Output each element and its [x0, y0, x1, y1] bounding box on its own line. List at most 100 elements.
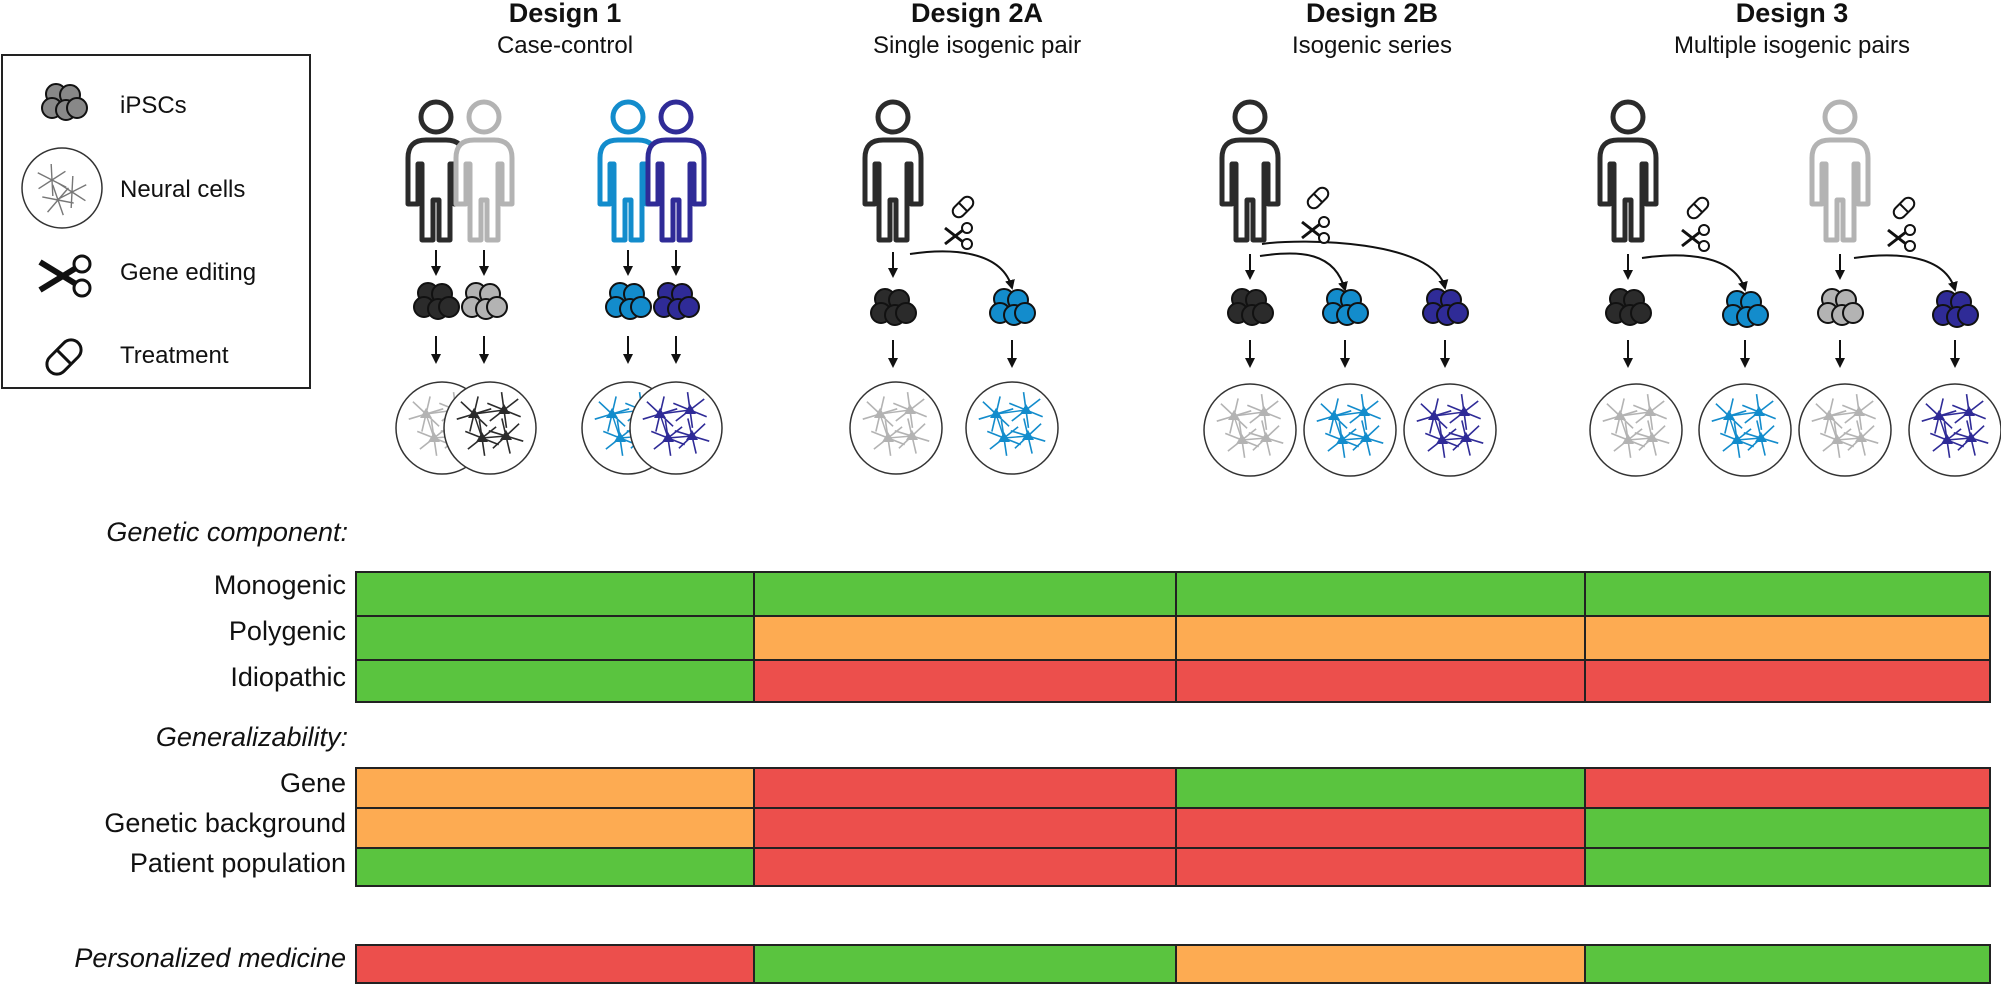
pill-icon: [1306, 186, 1330, 210]
design-1-subtitle: Case-control: [496, 32, 634, 59]
edit-arrow: [1853, 254, 1958, 292]
person-icon: [1597, 99, 1659, 243]
pill-icon: [951, 195, 975, 219]
ipsc-cluster-icon: [1932, 290, 1979, 328]
ipsc-cluster-icon: [653, 282, 700, 320]
design-3-subtitle: Multiple isogenic pairs: [1673, 32, 1911, 59]
person-icon: [453, 99, 515, 243]
rating-cell: [1177, 946, 1586, 982]
section-genetic-component: Genetic component:: [106, 517, 348, 547]
rating-cell: [357, 946, 755, 982]
row-label-monogenic: Monogenic: [213, 570, 346, 600]
design-2b-subtitle: Isogenic series: [1291, 32, 1453, 59]
rating-cell: [1177, 809, 1586, 849]
rating-row-idiopathic: [355, 659, 1991, 703]
neural-cells-icon: [443, 381, 537, 475]
design-3-title: Design 3: [1735, 0, 1849, 28]
rating-cell: [1177, 661, 1586, 701]
edit-arrow: [1641, 254, 1748, 292]
rating-cell: [1177, 573, 1586, 617]
rating-cell: [1177, 849, 1586, 885]
row-label-patient-population: Patient population: [129, 848, 346, 878]
rating-cell: [1586, 573, 1989, 617]
row-label-idiopathic: Idiopathic: [230, 662, 346, 692]
legend-label-gene-editing: Gene editing: [120, 259, 257, 286]
edit-arrow: [1259, 252, 1348, 292]
rating-cell: [1586, 946, 1989, 982]
ipsc-cluster-icon: [1227, 288, 1274, 326]
rating-cell: [357, 849, 755, 885]
neural-cells-icon: [1798, 383, 1892, 477]
ipsc-cluster-icon: [1322, 288, 1369, 326]
ipsc-cluster-icon: [989, 288, 1036, 326]
rating-row-personalized-medicine: [355, 944, 1991, 984]
scissors-icon: [1301, 216, 1330, 244]
person-icon: [1809, 99, 1871, 243]
legend-label-ipscs: iPSCs: [120, 92, 187, 119]
legend-label-treatment: Treatment: [120, 342, 229, 369]
rating-cell: [755, 809, 1177, 849]
edit-arrow: [1261, 240, 1449, 290]
rating-cell: [755, 946, 1177, 982]
rating-row-genetic-background: [355, 807, 1991, 849]
row-label-genetic-background: Genetic background: [104, 808, 346, 838]
ipsc-cluster-icon: [870, 288, 917, 326]
neural-cells-icon: [965, 381, 1059, 475]
person-icon: [862, 99, 924, 243]
design-2a-subtitle: Single isogenic pair: [872, 32, 1082, 59]
edit-arrow: [909, 250, 1015, 290]
pill-icon: [1892, 196, 1916, 220]
rating-cell: [357, 809, 755, 849]
rating-cell: [1586, 661, 1989, 701]
rating-cell: [1586, 617, 1989, 661]
pill-icon: [1686, 196, 1710, 220]
rating-row-monogenic: [355, 571, 1991, 617]
design-schematics: [21, 83, 2001, 477]
scissors-icon: [1681, 224, 1710, 252]
rating-row-patient-population: [355, 847, 1991, 887]
rating-cell: [1586, 809, 1989, 849]
ipsc-cluster-icon: [1817, 288, 1864, 326]
rating-cell: [1586, 769, 1989, 809]
person-icon: [1219, 99, 1281, 243]
rating-cell: [357, 617, 755, 661]
neural-cells-icon: [1908, 383, 2001, 477]
neural-cells-icon: [21, 147, 103, 229]
row-label-personalized-medicine: Personalized medicine: [74, 943, 346, 973]
neural-cells-icon: [629, 381, 723, 475]
design-2b-title: Design 2B: [1305, 0, 1439, 28]
person-icon: [645, 99, 707, 243]
rating-cell: [755, 769, 1177, 809]
scissors-icon: [1887, 224, 1916, 252]
row-label-polygenic: Polygenic: [228, 616, 346, 646]
ipsc-cluster-icon: [461, 282, 508, 320]
neural-cells-icon: [1303, 383, 1397, 477]
rating-row-polygenic: [355, 615, 1991, 661]
rating-cell: [755, 849, 1177, 885]
ipsc-cluster-icon: [1722, 290, 1769, 328]
ipsc-cluster-icon: [605, 282, 652, 320]
scissors-icon: [38, 254, 92, 298]
neural-cells-icon: [1403, 383, 1497, 477]
rating-cell: [357, 661, 755, 701]
ipsc-cluster-icon: [41, 83, 88, 121]
legend-label-neural-cells: Neural cells: [120, 176, 246, 203]
person-icon: [405, 99, 467, 243]
rating-cell: [357, 769, 755, 809]
scissors-icon: [944, 222, 973, 250]
neural-cells-icon: [849, 381, 943, 475]
neural-cells-icon: [1589, 383, 1683, 477]
ipsc-cluster-icon: [413, 282, 460, 320]
neural-cells-icon: [1203, 383, 1297, 477]
neural-cells-icon: [1698, 383, 1792, 477]
rating-cell: [357, 573, 755, 617]
pill-icon: [45, 338, 83, 376]
rating-cell: [1177, 769, 1586, 809]
row-label-gene: Gene: [279, 768, 346, 798]
rating-cell: [755, 617, 1177, 661]
ipsc-cluster-icon: [1422, 288, 1469, 326]
ipsc-cluster-icon: [1605, 288, 1652, 326]
rating-cell: [1586, 849, 1989, 885]
design-2a-title: Design 2A: [910, 0, 1044, 28]
rating-row-gene: [355, 767, 1991, 809]
